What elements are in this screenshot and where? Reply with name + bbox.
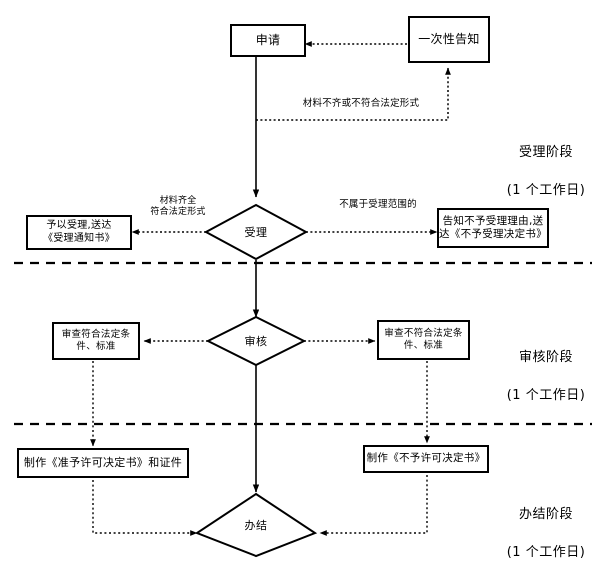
node-finish-shape (194, 492, 318, 558)
node-accept-no[interactable]: 告知不予受理理由,送 达《不予受理决定书》 (437, 208, 549, 248)
stage-accept-name: 受理阶段 (518, 144, 573, 160)
stage-label-review: 审核阶段 (1 个工作日) (490, 330, 602, 405)
node-onetime-notice[interactable]: 一次性告知 (408, 16, 490, 63)
stage-label-accept: 受理阶段 (1 个工作日) (490, 125, 602, 200)
node-review-pass[interactable]: 审查符合法定条 件、标准 (52, 322, 140, 360)
stage-label-finish: 办结阶段 (1 个工作日) (490, 487, 602, 562)
stage-finish-duration: (1 个工作日) (506, 544, 586, 560)
node-apply[interactable]: 申请 (230, 24, 306, 57)
node-review-fail[interactable]: 审查不符合法定条 件、标准 (377, 320, 470, 360)
node-accept-yes[interactable]: 予以受理,送达 《受理通知书》 (26, 215, 132, 250)
stage-accept-duration: (1 个工作日) (506, 182, 586, 198)
node-grant-document[interactable]: 制作《准予许可决定书》和证件 (17, 448, 189, 478)
edge-label-out-of-scope: 不属于受理范围的 (339, 199, 417, 210)
node-review-shape (205, 315, 307, 367)
node-deny-document[interactable]: 制作《不予许可决定书》 (363, 445, 489, 473)
stage-review-name: 审核阶段 (518, 349, 573, 365)
edge-label-incomplete: 材料不齐或不符合法定形式 (302, 98, 420, 109)
connector-denydoc-to-finish (319, 475, 428, 536)
stage-review-duration: (1 个工作日) (506, 387, 586, 403)
connector-incomplete-to-onetime (256, 67, 451, 121)
node-accept-shape (203, 203, 309, 261)
edge-label-complete: 材料齐全 符合法定形式 (150, 196, 206, 218)
stage-finish-name: 办结阶段 (518, 506, 573, 522)
connector-grantdoc-to-finish (92, 480, 198, 536)
